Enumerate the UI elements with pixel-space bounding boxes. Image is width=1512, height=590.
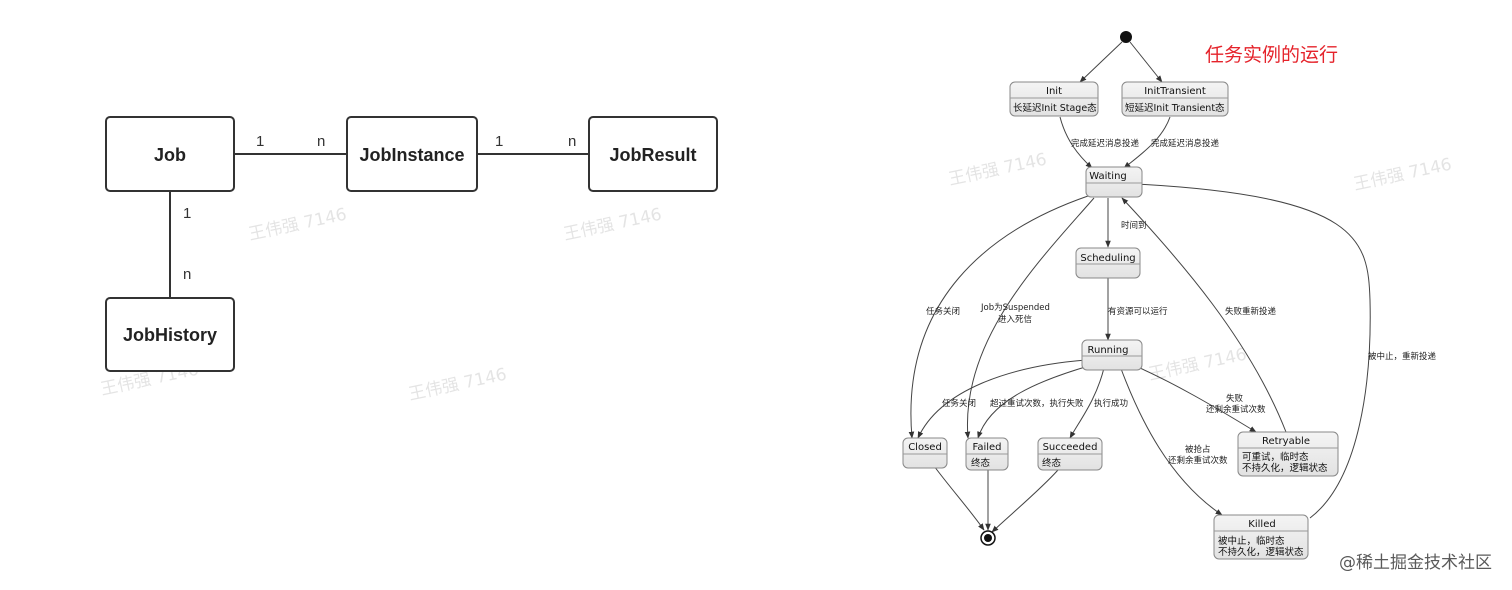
state-title: InitTransient [1144,86,1206,97]
entity-label: JobHistory [123,325,217,345]
edge-killed-waiting [1135,181,1371,519]
edge-label: 失败 [1226,393,1244,404]
edge-running-succeeded [1069,367,1105,439]
entity-label: JobResult [609,145,696,165]
edge-closed-final [933,465,985,531]
state-failed: Failed 终态 [965,437,1009,471]
state-title: Succeeded [1043,442,1098,453]
edge-start-init [1079,41,1123,83]
state-title: Scheduling [1080,253,1135,264]
state-desc: 不持久化，逻辑状态 [1218,546,1304,558]
edge-waiting-closed [908,195,1089,439]
edge-label: 完成延迟消息投递 [1151,138,1220,149]
state-succeeded: Succeeded 终态 [1037,437,1103,471]
entity-label: Job [154,145,186,165]
entity-jobresult: JobResult [588,116,718,192]
edge-running-closed [917,359,1087,439]
edge-label: 还剩余重试次数 [1206,404,1266,415]
state-killed: Killed 被中止，临时态 不持久化，逻辑状态 [1213,514,1309,560]
state-desc: 长延迟Init Stage态 [1013,102,1097,114]
edge-label: 执行成功 [1094,398,1128,409]
edge-running-killed [1119,365,1223,516]
site-watermark: @稀土掘金技术社区 [1339,553,1492,573]
state-closed: Closed [902,437,948,469]
edge-retryable-waiting [1121,197,1287,433]
edge-start-inittransient [1129,41,1163,83]
edge-init-waiting [1059,116,1093,169]
multiplicity-label: n [568,133,576,150]
watermark: 王伟强 7146 [247,205,349,245]
state-diagram: 王伟强 7146 王伟强 7146 王伟强 7146 任务实例的运行 [902,31,1454,560]
entity-job: Job [105,116,235,192]
state-title: Closed [908,442,942,453]
edge-label: 超过重试次数，执行失败 [990,398,1084,409]
state-title: Failed [972,442,1001,453]
state-desc: 可重试，临时态 [1242,451,1309,463]
multiplicity-label: n [317,133,325,150]
edge-label: 时间到 [1121,220,1147,231]
multiplicity-label: 1 [495,133,503,150]
state-title: Init [1046,86,1062,97]
edge-label: 有资源可以运行 [1108,306,1168,317]
edge-label: 任务关闭 [926,306,960,317]
edge-label: 失败重新投递 [1225,306,1277,317]
state-running: Running [1081,339,1143,371]
transitions [908,41,1371,533]
watermark: 王伟强 7146 [1352,155,1454,195]
state-desc: 终态 [971,457,991,469]
edge-label: 完成延迟消息投递 [1071,138,1140,149]
edge-succeeded-final [991,469,1059,533]
edge-label: 被抢占 [1185,444,1211,455]
entity-jobinstance: JobInstance [346,116,478,192]
state-title: Killed [1248,519,1275,530]
entity-label: JobInstance [359,145,464,165]
edge-inittransient-waiting [1123,116,1171,169]
watermark: 王伟强 7146 [562,205,664,245]
multiplicity-label: 1 [183,205,191,222]
edge-label: 被中止，重新投递 [1368,351,1437,362]
state-scheduling: Scheduling [1075,247,1141,279]
edge-running-failed [977,364,1093,439]
edge-label: 进入死信 [998,314,1033,325]
initial-state-dot [1120,31,1132,43]
watermark: 王伟强 7146 [947,150,1049,190]
edge-running-retryable [1125,361,1257,433]
multiplicity-label: 1 [256,133,264,150]
state-title: Running [1088,345,1129,356]
multiplicity-label: n [183,266,191,283]
state-inittransient: InitTransient 短延迟Init Transient态 [1121,81,1229,117]
diagram-heading: 任务实例的运行 [1205,44,1338,66]
edge-waiting-failed [964,197,1095,439]
edge-label: 还剩余重试次数 [1168,455,1228,466]
watermark: 王伟强 7146 [407,365,509,405]
state-desc: 被中止，临时态 [1218,535,1285,547]
edge-label: 任务关闭 [942,398,976,409]
state-title: Waiting [1089,171,1127,182]
state-desc: 终态 [1042,457,1062,469]
state-desc: 短延迟Init Transient态 [1125,102,1225,114]
state-title: Retryable [1262,436,1310,447]
final-state-dot [980,530,996,546]
state-desc: 不持久化，逻辑状态 [1242,462,1328,474]
state-init: Init 长延迟Init Stage态 [1009,81,1099,117]
state-waiting: Waiting [1085,166,1143,198]
state-retryable: Retryable 可重试，临时态 不持久化，逻辑状态 [1237,431,1339,477]
er-diagram: 王伟强 7146 王伟强 7146 王伟强 7146 王伟强 7146 1 n … [99,116,718,405]
edge-label: Job为Suspended [980,302,1050,313]
entity-jobhistory: JobHistory [105,297,235,372]
